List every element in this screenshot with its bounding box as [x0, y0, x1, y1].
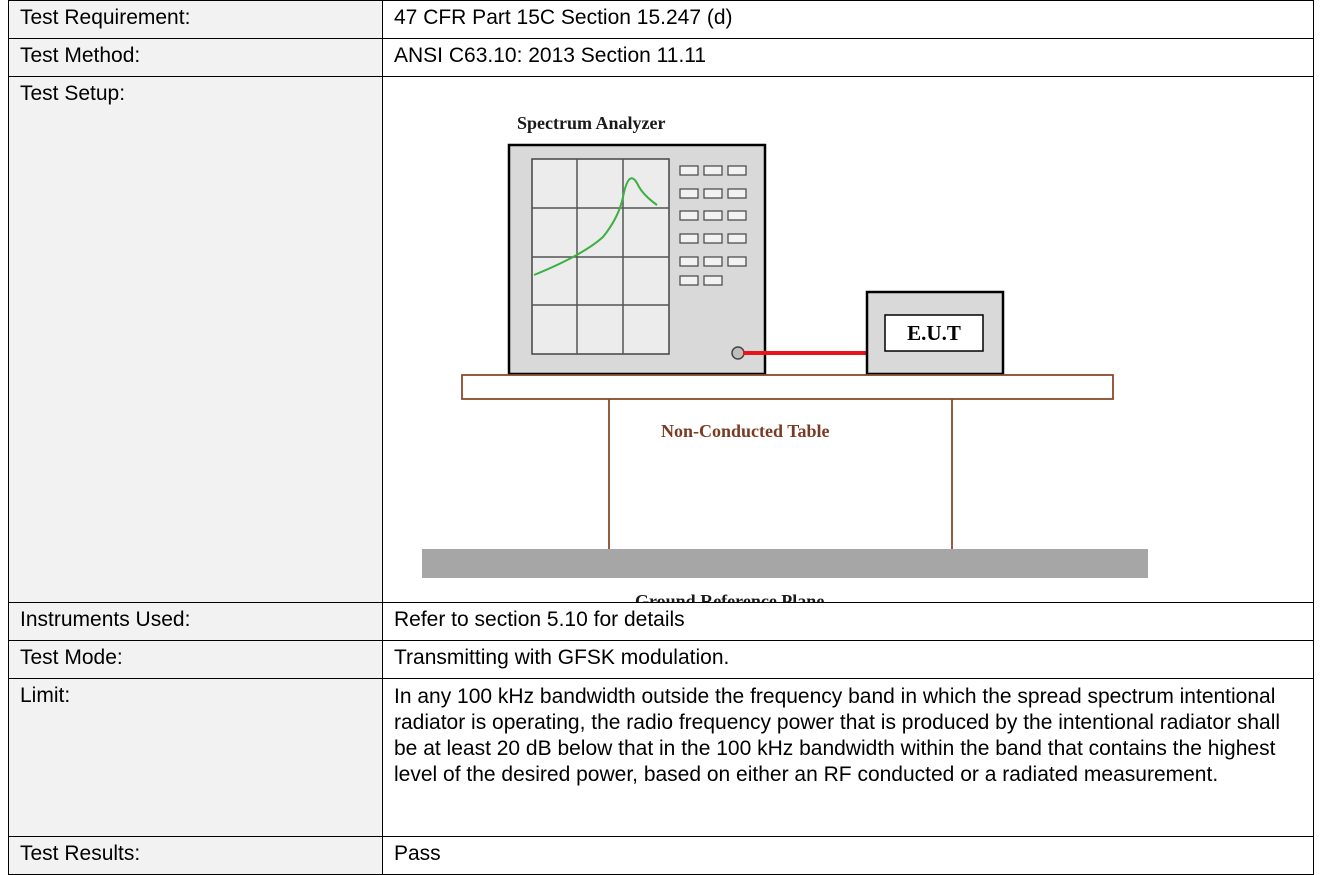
test-method-label: Test Method:	[8, 38, 383, 77]
row-limit: Limit: In any 100 kHz bandwidth outside …	[8, 678, 1314, 837]
non-conducted-table	[461, 374, 1114, 549]
row-test-setup: Test Setup: Spectrum Analyzer	[8, 76, 1314, 603]
test-report-table: Test Requirement: 47 CFR Part 15C Sectio…	[8, 0, 1314, 875]
row-test-mode: Test Mode: Transmitting with GFSK modula…	[8, 640, 1314, 679]
row-test-method: Test Method: ANSI C63.10: 2013 Section 1…	[8, 38, 1314, 77]
analyzer-buttons	[679, 165, 747, 286]
ground-plane-label: Ground Reference Plane	[635, 591, 824, 602]
limit-label: Limit:	[8, 678, 383, 837]
table-label: Non-Conducted Table	[661, 421, 830, 441]
eut-label: E.U.T	[907, 321, 961, 345]
test-mode-label: Test Mode:	[8, 640, 383, 679]
test-setup-label: Test Setup:	[8, 76, 383, 603]
test-results-label: Test Results:	[8, 836, 383, 875]
ground-reference-plane	[422, 549, 1148, 578]
spectrum-analyzer-device	[507, 143, 767, 376]
rf-port	[731, 346, 745, 360]
test-requirement-value: 47 CFR Part 15C Section 15.247 (d)	[382, 0, 1314, 39]
row-test-requirement: Test Requirement: 47 CFR Part 15C Sectio…	[8, 0, 1314, 39]
test-method-value: ANSI C63.10: 2013 Section 11.11	[382, 38, 1314, 77]
test-mode-value: Transmitting with GFSK modulation.	[382, 640, 1314, 679]
row-instruments-used: Instruments Used: Refer to section 5.10 …	[8, 602, 1314, 641]
spectrum-trace	[533, 177, 658, 276]
test-setup-diagram: Spectrum Analyzer	[422, 113, 1148, 602]
instruments-used-label: Instruments Used:	[8, 602, 383, 641]
row-test-results: Test Results: Pass	[8, 836, 1314, 875]
test-results-value: Pass	[382, 836, 1314, 875]
spectrum-analyzer-label: Spectrum Analyzer	[517, 113, 665, 133]
test-setup-cell: Spectrum Analyzer	[382, 76, 1314, 603]
eut-device: E.U.T	[865, 290, 1005, 376]
test-requirement-label: Test Requirement:	[8, 0, 383, 39]
limit-value: In any 100 kHz bandwidth outside the fre…	[382, 678, 1314, 837]
instruments-used-value: Refer to section 5.10 for details	[382, 602, 1314, 641]
